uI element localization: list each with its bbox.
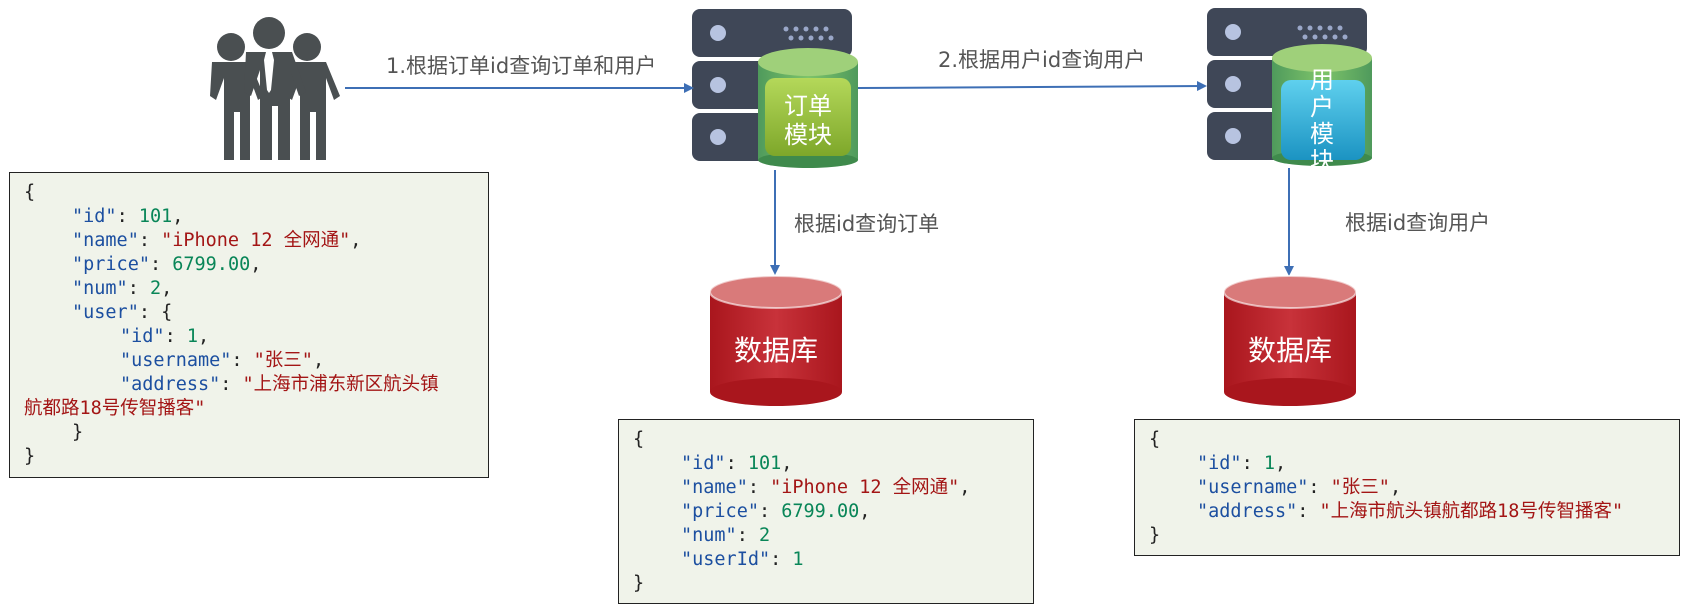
user-module-cylinder (1272, 44, 1372, 166)
json-brace: } (633, 573, 645, 594)
arrow-order-to-user (857, 81, 1207, 92)
json-key: "id" (120, 326, 165, 347)
json-value: 1 (792, 549, 804, 570)
json-key: "userId" (681, 549, 771, 570)
json-value: "iPhone 12 全网通" (770, 477, 960, 498)
json-value: 101 (138, 206, 173, 227)
json-key: "name" (72, 230, 139, 251)
json-value: 6799.00 (781, 501, 860, 522)
json-value: 2 (758, 525, 771, 546)
json-value: 101 (747, 453, 782, 474)
json-key: "num" (681, 525, 737, 546)
order-database-label: 数据库 (734, 334, 818, 367)
json-value: 2 (149, 278, 162, 299)
step1-label: 1.根据订单id查询订单和用户 (386, 54, 657, 78)
user-module-label-3: 模 (1310, 120, 1334, 148)
json-brace: { (24, 182, 36, 203)
user-json-box: { "id": 1, "username": "张三", "address": … (1134, 419, 1680, 556)
order-database-icon (709, 275, 843, 406)
json-value: "张三" (1330, 477, 1390, 498)
json-value: "上海市航头镇航都路18号传智播客" (1319, 501, 1624, 522)
order-module-label-2: 模块 (784, 121, 832, 149)
user-query-label: 根据id查询用户 (1345, 211, 1491, 235)
json-value: "张三" (253, 350, 313, 371)
user-module-label-4: 块 (1310, 147, 1334, 175)
json-key: "id" (72, 206, 117, 227)
user-database-label: 数据库 (1248, 334, 1332, 367)
order-module-label-1: 订单 (784, 92, 832, 120)
json-brace: { (1149, 429, 1161, 450)
user-module-label-2: 户 (1310, 93, 1334, 121)
user-database-icon (1223, 275, 1357, 406)
json-key: "num" (72, 278, 128, 299)
json-key: "id" (681, 453, 726, 474)
json-value: 6799.00 (172, 254, 251, 275)
json-value-continued: 航都路18号传智播客" (24, 398, 206, 419)
step2-label: 2.根据用户id查询用户 (938, 48, 1146, 72)
json-key: "username" (120, 350, 232, 371)
order-query-label: 根据id查询订单 (794, 212, 940, 236)
json-key: "address" (120, 374, 221, 395)
json-brace: } (1149, 525, 1161, 546)
order-json-box: { "id": 101, "name": "iPhone 12 全网通", "p… (618, 419, 1034, 604)
json-key: "address" (1197, 501, 1298, 522)
users-icon (210, 17, 340, 160)
json-brace: } (72, 422, 84, 443)
json-brace: } (24, 446, 36, 467)
user-module-label-1: 用 (1310, 66, 1334, 94)
json-key: "name" (681, 477, 748, 498)
json-key: "price" (72, 254, 150, 275)
json-key: "price" (681, 501, 759, 522)
json-value: "iPhone 12 全网通" (161, 230, 351, 251)
order-module-cylinder (758, 48, 858, 168)
json-value: "上海市浦东新区航头镇 (242, 374, 439, 395)
json-brace: { (633, 429, 645, 450)
result-json-box: { "id": 101, "name": "iPhone 12 全网通", "p… (9, 172, 489, 478)
json-key: "id" (1197, 453, 1242, 474)
json-value: 1 (1263, 453, 1275, 474)
json-key: "user" (72, 302, 139, 323)
json-value: 1 (186, 326, 198, 347)
json-key: "username" (1197, 477, 1309, 498)
